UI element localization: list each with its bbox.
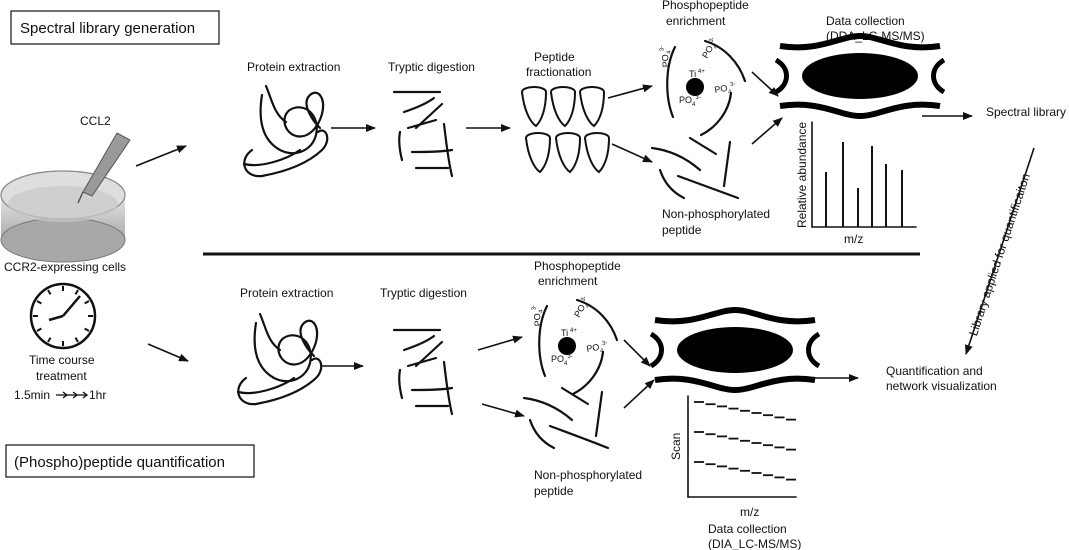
bottom-phospho-label-1: Phosphopeptide <box>534 259 621 273</box>
arrow-to-top-phospho <box>607 84 653 99</box>
po4-label: PO43- <box>700 36 722 61</box>
dia-x-axis-label: m/z <box>740 505 759 519</box>
top-peptide-fragments-icon <box>392 90 454 178</box>
arrow-to-top-nonphospho <box>611 143 653 163</box>
quantification-label-2: network visualization <box>886 379 997 393</box>
bottom-data-collection-label-2: (DIA_LC-MS/MS) <box>708 537 801 550</box>
bottom-protein-extraction-label: Protein extraction <box>240 286 333 300</box>
dda-spectrum <box>811 121 917 228</box>
clock-tick <box>36 300 42 305</box>
clock-icon <box>29 282 97 350</box>
pipette-icon <box>77 132 131 204</box>
po4-label: PO43- <box>714 81 738 98</box>
cells-label: CCR2-expressing cells <box>4 260 126 274</box>
fraction-tube-icon <box>525 132 551 174</box>
clock-tick <box>36 327 42 332</box>
bottom-data-collection-label-1: Data collection <box>708 522 787 536</box>
bottom-section-title: (Phospho)peptide quantification <box>14 454 225 471</box>
ti-bead-core <box>558 337 576 355</box>
petri-dish-icon <box>0 170 126 263</box>
time-course-label-2: treatment <box>36 369 87 383</box>
ti-label: Ti <box>561 328 568 338</box>
dda-y-axis-label: Relative abundance <box>795 122 809 228</box>
library-applied-arrow <box>965 147 1035 355</box>
top-phospho-label-2: enrichment <box>666 14 726 28</box>
clock-tick <box>84 327 90 332</box>
ti-bead-core <box>686 78 704 96</box>
clock-tick <box>47 337 52 343</box>
clock-tick <box>74 289 79 295</box>
po4-label: PO43- <box>531 304 546 327</box>
fraction-tube-icon <box>584 132 610 174</box>
bottom-peptide-fragments-icon <box>392 328 454 416</box>
dia-scan-plot <box>687 395 797 498</box>
top-section-title: Spectral library generation <box>20 20 195 37</box>
ccl2-label: CCL2 <box>80 114 111 128</box>
time-range-start: 1.5min <box>14 388 50 402</box>
arrow-bottom-nonphospho-to-ms <box>623 379 655 409</box>
po4-label: PO43- <box>572 295 594 320</box>
fraction-tube-icon <box>579 86 605 128</box>
arrow-top-nonphospho-to-ms <box>751 117 783 145</box>
bottom-protein-scribble-icon <box>236 312 323 406</box>
spectral-library-label: Spectral library <box>986 105 1066 119</box>
top-data-collection-label-1: Data collection <box>826 14 905 28</box>
top-fractionation-label-2: fractionation <box>526 65 591 79</box>
bottom-tryptic-digestion-label: Tryptic digestion <box>380 286 467 300</box>
po4-label: PO43- <box>659 45 674 68</box>
ti-charge: 4+ <box>698 69 705 75</box>
arrow-top-phospho-to-ms <box>751 71 779 97</box>
top-protein-scribble-icon <box>242 84 329 178</box>
po4-label: PO43- <box>551 354 573 367</box>
time-range-end: 1hr <box>89 388 106 402</box>
clock-tick <box>47 289 52 295</box>
fraction-tubes-icon <box>521 86 610 174</box>
fraction-tube-icon <box>521 86 547 128</box>
top-section-title-box <box>10 10 220 45</box>
clock-tick <box>74 337 79 343</box>
po4-label: PO43- <box>586 340 610 357</box>
bottom-nonphospho-label-2: peptide <box>534 484 574 498</box>
time-course-label-1: Time course <box>29 353 95 367</box>
quantification-label-1: Quantification and <box>886 364 983 378</box>
po4-label: PO43- <box>679 95 701 108</box>
arrow-bottom-phospho-to-ms <box>623 339 651 367</box>
top-nonphospho-label-2: peptide <box>662 223 702 237</box>
top-fractionation-label-1: Peptide <box>534 50 575 64</box>
bottom-phospho-label-2: enrichment <box>538 274 598 288</box>
arrow-to-top-workflow <box>135 145 187 167</box>
dda-x-axis-label: m/z <box>844 232 863 246</box>
bottom-section-title-box <box>5 444 255 478</box>
top-protein-extraction-label: Protein extraction <box>247 60 340 74</box>
dia-y-axis-label: Scan <box>669 433 683 460</box>
arrow-to-bottom-workflow <box>147 343 189 362</box>
fraction-tube-icon <box>555 132 581 174</box>
top-mass-spec-icon <box>774 32 946 120</box>
ti-label: Ti <box>689 69 696 79</box>
library-applied-label: Library applied for quantificaiton <box>966 172 1033 338</box>
clock-tick <box>84 300 90 305</box>
arrow-to-bottom-phospho <box>477 335 523 351</box>
bottom-nonphospho-label-1: Non-phosphorylated <box>534 468 642 482</box>
arrow-to-bottom-nonphospho <box>481 403 525 418</box>
top-tryptic-digestion-label: Tryptic digestion <box>388 60 475 74</box>
top-nonphospho-label-1: Non-phosphorylated <box>662 207 770 221</box>
top-phospho-label-1: Phosphopeptide <box>662 0 749 12</box>
fraction-tube-icon <box>550 86 576 128</box>
time-range-arrows-icon <box>56 391 89 399</box>
top-nonphospho-fragments-icon <box>650 136 740 200</box>
bottom-nonphospho-fragments-icon <box>522 386 610 450</box>
ti-charge: 4+ <box>570 328 577 334</box>
bottom-mass-spec-icon <box>649 306 821 394</box>
